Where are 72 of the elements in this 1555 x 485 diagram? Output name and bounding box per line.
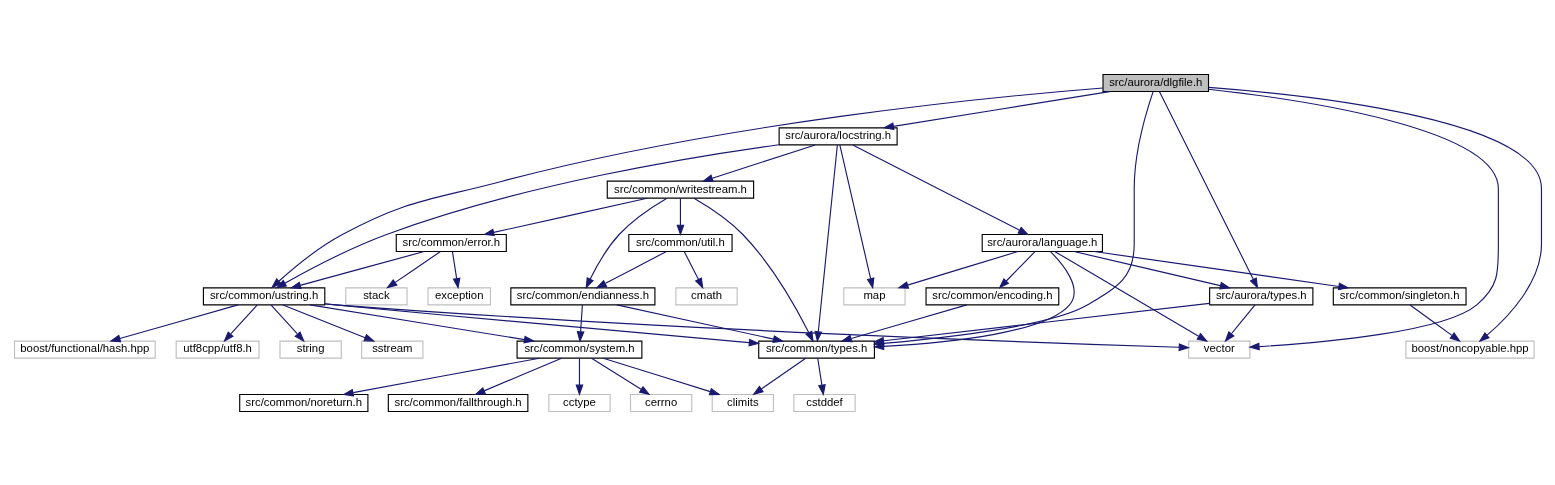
- arrow: [683, 250, 703, 289]
- arrow: [813, 143, 838, 343]
- arrow: [751, 357, 806, 395]
- node-box: src/aurora/locstring.h: [778, 126, 898, 145]
- arrow: [473, 357, 562, 395]
- node-box: stack: [344, 286, 408, 305]
- arrow: [1207, 86, 1542, 342]
- arrow: [675, 197, 684, 236]
- arrow: [602, 357, 721, 395]
- arrow: [274, 143, 779, 289]
- node-box: src/common/endianness.h: [509, 286, 655, 305]
- node-box: sstream: [360, 340, 423, 359]
- node-box: cerrno: [629, 393, 692, 412]
- arrow: [1207, 88, 1499, 351]
- arrow: [222, 303, 258, 342]
- arrow: [896, 250, 1018, 289]
- arrow: [482, 197, 648, 236]
- arrow: [590, 357, 650, 395]
- arrow: [341, 357, 540, 397]
- arrow: [882, 90, 1110, 130]
- node-box: exception: [426, 286, 491, 305]
- node-box: src/common/types.h: [757, 340, 875, 359]
- arrow: [385, 250, 441, 289]
- arrow: [595, 250, 667, 289]
- node-box: src/common/ustring.h: [202, 286, 325, 305]
- node-box: map: [842, 286, 906, 305]
- arrow: [1054, 250, 1208, 342]
- arrow: [615, 303, 784, 343]
- arrow: [1223, 303, 1256, 342]
- node-box: src/common/noreturn.h: [238, 393, 368, 412]
- arrow: [269, 303, 305, 342]
- arrow: [1158, 90, 1258, 289]
- arrow: [692, 197, 814, 342]
- arrow: [1093, 250, 1350, 290]
- arrow: [108, 303, 239, 342]
- arrow: [816, 357, 826, 396]
- arrow: [281, 303, 375, 342]
- node-box: boost/functional/hash.hpp: [13, 340, 156, 359]
- arrow: [840, 303, 967, 342]
- arrow: [585, 197, 667, 289]
- node-box: cmath: [674, 286, 738, 305]
- arrow: [998, 250, 1036, 289]
- arrow: [270, 86, 1103, 289]
- node-box: src/common/singleton.h: [1332, 286, 1467, 305]
- node-box: src/common/writestream.h: [606, 180, 754, 199]
- arrow: [1073, 250, 1231, 289]
- arrow: [308, 303, 535, 343]
- arrow: [1409, 303, 1461, 342]
- node-box: string: [278, 340, 342, 359]
- arrow: [701, 143, 816, 182]
- node-box: src/common/system.h: [516, 340, 642, 359]
- node-box: src/common/fallthrough.h: [387, 393, 528, 412]
- node-box: boost/noncopyable.hpp: [1404, 340, 1535, 359]
- node-box: src/aurora/types.h: [1208, 286, 1313, 305]
- node-box: climits: [711, 393, 774, 412]
- arrow: [838, 144, 874, 289]
- node-box: src/common/util.h: [627, 233, 733, 252]
- node-box: src/aurora/language.h: [981, 233, 1103, 252]
- node-box: cctype: [547, 393, 611, 412]
- arrow: [289, 250, 425, 289]
- node-box: src/common/error.h: [395, 233, 507, 252]
- node-box: src/common/encoding.h: [924, 286, 1059, 305]
- node-box: utf8cpp/utf8.h: [175, 340, 260, 359]
- node-box: src/aurora/dlgfile.h: [1101, 73, 1209, 92]
- arrow: [451, 250, 460, 289]
- arrow: [575, 357, 583, 396]
- arrow: [323, 302, 1190, 351]
- node-box: vector: [1187, 340, 1250, 359]
- node-box: cstddef: [792, 393, 856, 412]
- arrow: [851, 143, 1029, 235]
- arrow: [576, 303, 585, 343]
- arrow: [323, 302, 760, 347]
